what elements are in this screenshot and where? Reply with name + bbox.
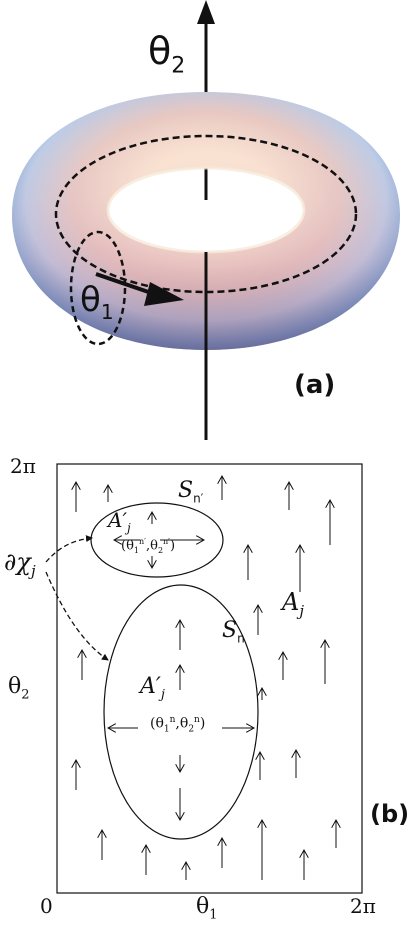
small-region-arrows xyxy=(114,512,204,568)
large-region-arrows xyxy=(108,620,254,820)
small-region-s-label: Sn′ xyxy=(178,478,204,506)
panel-a-label: (a) xyxy=(294,370,336,400)
small-region-name: A′j xyxy=(108,508,131,535)
y-max-label: 2π xyxy=(10,454,36,478)
theta1-dashed-loop xyxy=(69,230,127,346)
phase-panel xyxy=(45,463,363,894)
large-region-name: A′j xyxy=(140,674,165,703)
small-region-coords: (θ1n′,θ2n′) xyxy=(121,537,176,555)
large-region-coords: (θ1n,θ2n) xyxy=(150,715,206,735)
theta2-dashed-loop xyxy=(54,134,358,294)
large-region-ellipse xyxy=(103,584,259,840)
panel-b-label: (b) xyxy=(370,800,410,828)
x-max-label: 2π xyxy=(350,894,376,918)
theta2-axis-arrowhead xyxy=(197,0,215,24)
x-axis-label: θ1 xyxy=(196,894,218,923)
torus-panel xyxy=(12,0,400,440)
phase-frame xyxy=(56,463,363,894)
boundary-arrow-lower xyxy=(45,571,109,661)
boundary-label: ∂χj xyxy=(4,548,36,580)
y-axis-label: θ2 xyxy=(8,674,30,703)
theta1-loop-label: θ1 xyxy=(80,280,114,324)
theta2-axis-label: θ2 xyxy=(148,29,186,79)
flow-arrows xyxy=(76,476,336,880)
x-min-label: 0 xyxy=(40,894,53,918)
region-label: Aj xyxy=(282,588,304,620)
large-region-s-label: Sn xyxy=(222,618,245,646)
boundary-arrow-upper xyxy=(45,535,93,563)
torus-shading xyxy=(12,92,400,350)
theta1-arrow-head xyxy=(144,282,184,306)
